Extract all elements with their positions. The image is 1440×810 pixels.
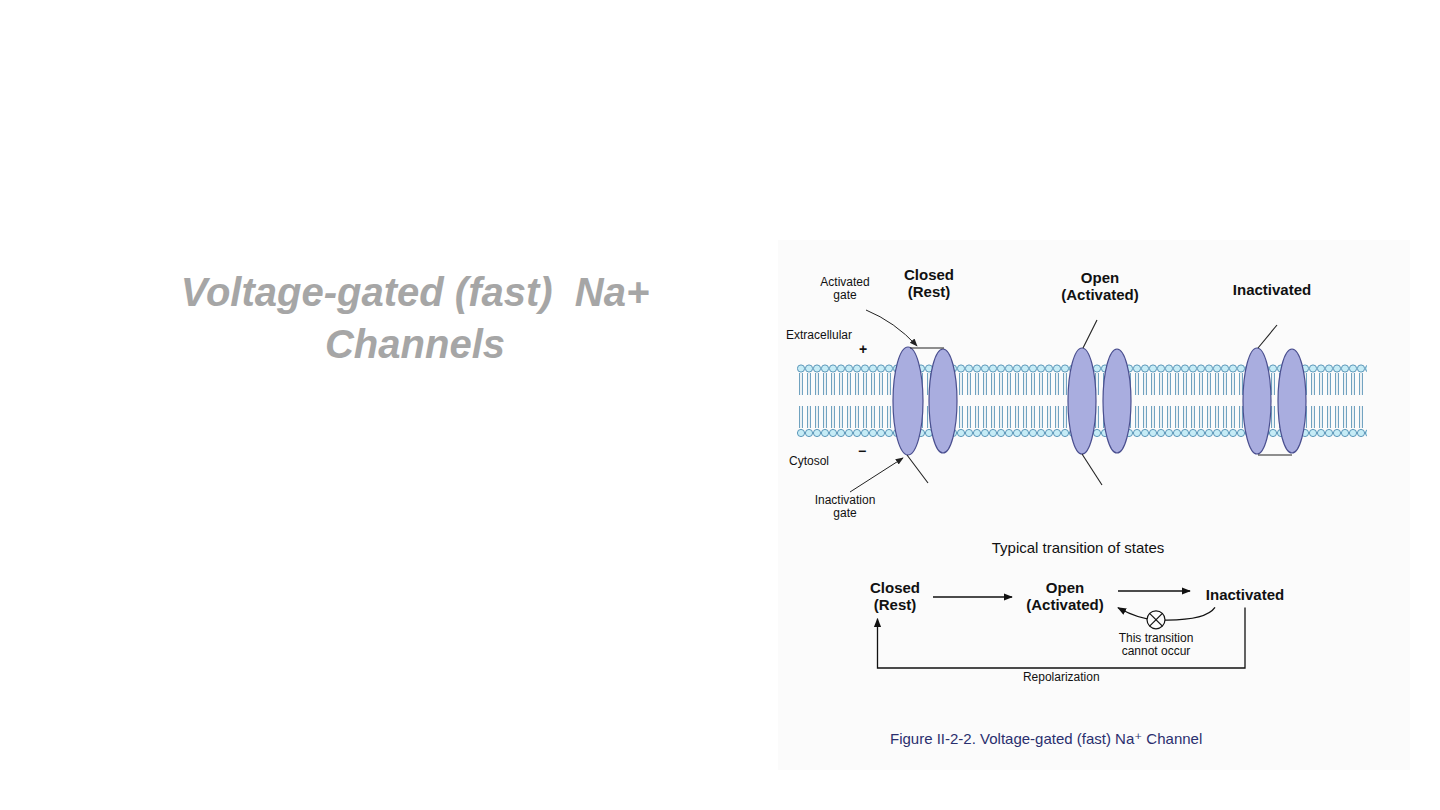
state-text: Inactivated: [1196, 587, 1294, 604]
state-heading: Inactivated: [1212, 282, 1332, 299]
figure-ground: [778, 240, 1410, 770]
gate-label: Inactivation gate: [803, 494, 887, 521]
edge-label: Repolarization: [1006, 671, 1116, 684]
gates: [907, 320, 1292, 485]
channel-subunits: [893, 347, 1306, 455]
blocked-symbol: [1147, 611, 1165, 629]
side-label: Cytosol: [789, 455, 869, 468]
state-arrow: [1118, 590, 1190, 591]
state-heading: Open (Activated): [1050, 270, 1150, 304]
state-arrow: [1118, 607, 1215, 620]
slide-title: Voltage-gated (fast) Na+ Channels: [150, 266, 680, 370]
state-node: Inactivated: [1193, 585, 1297, 606]
state-text: Open (Activated): [1018, 580, 1112, 614]
charge-sign: +: [859, 342, 873, 358]
edge-label: This transition cannot occur: [1104, 632, 1208, 659]
state-node: Closed (Rest): [860, 578, 930, 616]
section-heading: Typical transition of states: [958, 540, 1198, 557]
state-node: Open (Activated): [1015, 578, 1115, 616]
state-arrow: [933, 596, 1012, 597]
figure-caption: Figure II-2-2. Voltage-gated (fast) Na⁺ …: [890, 730, 1390, 748]
leader-lines: [850, 310, 917, 492]
state-heading: Closed (Rest): [896, 267, 962, 301]
side-label: Extracellular: [786, 329, 886, 342]
charge-sign: −: [858, 444, 872, 460]
state-text: Closed (Rest): [863, 580, 927, 614]
state-arrow: [878, 607, 1246, 668]
gate-label: Activated gate: [808, 276, 882, 303]
